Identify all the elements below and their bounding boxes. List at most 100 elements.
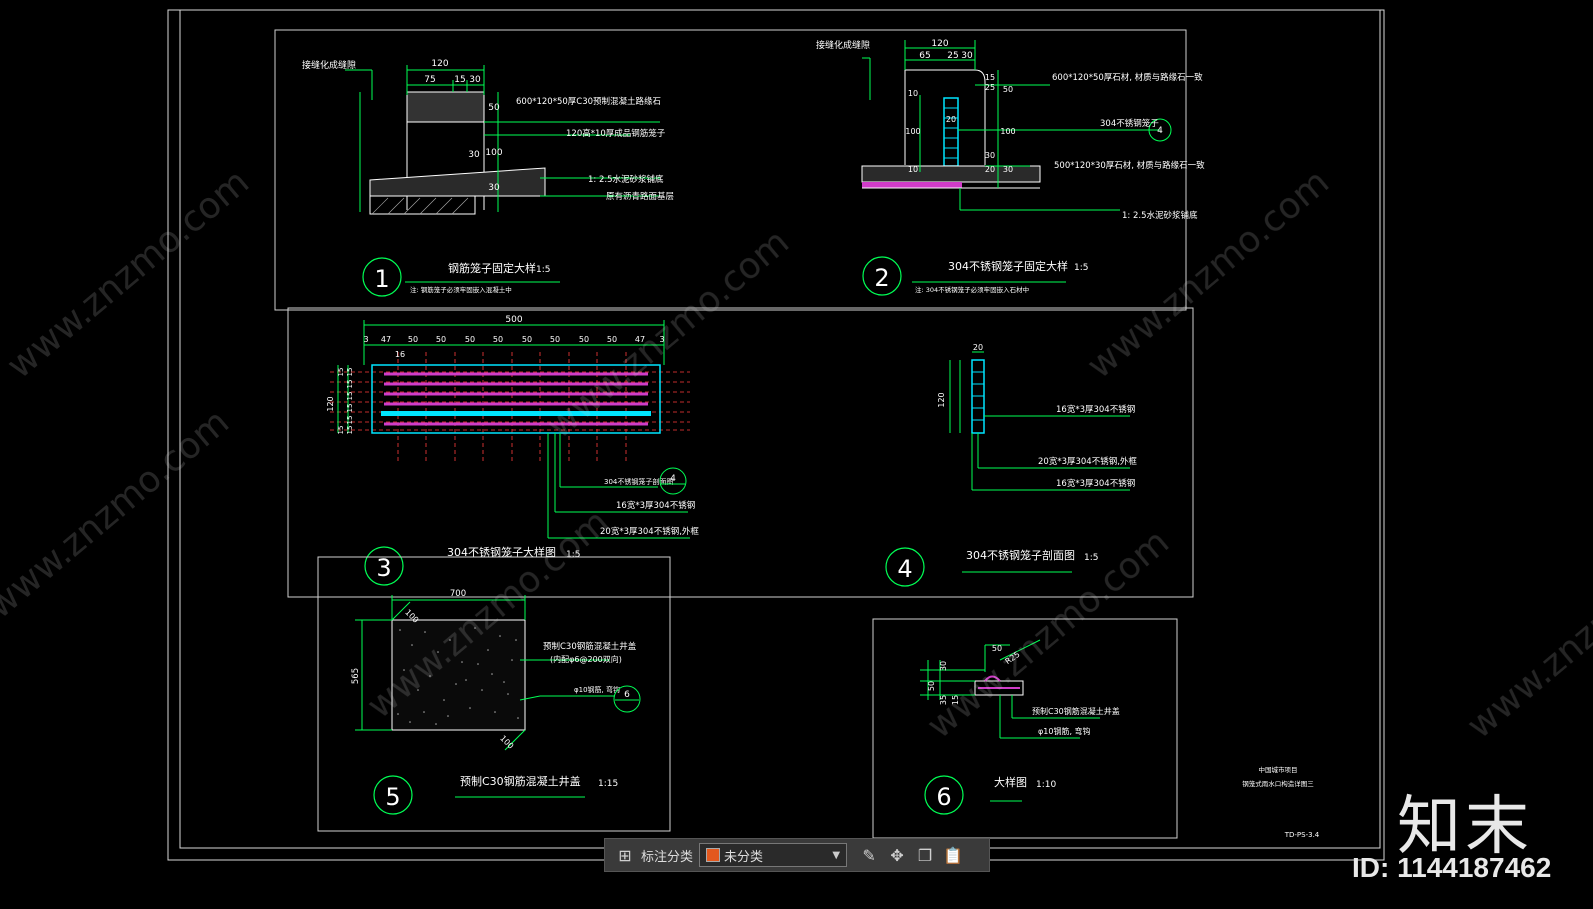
detail-2-dim-25b: 25 <box>985 83 995 92</box>
detail-6-dim-50a: 50 <box>992 644 1002 653</box>
copy-icon[interactable]: ❐ <box>917 845 933 865</box>
detail-2-callout-circle <box>1148 118 1172 142</box>
detail-5-scale: 1:15 <box>598 779 618 789</box>
detail-5-frame <box>317 556 671 832</box>
detail-5-dim-700: 700 <box>450 589 466 599</box>
category-select-value: 未分类 <box>724 849 764 865</box>
category-color-swatch <box>706 848 721 862</box>
detail-3-callout: 4 <box>670 474 676 484</box>
detail-3-dim-50-5: 50 <box>522 335 532 344</box>
detail-4-number-circle <box>885 547 925 587</box>
detail-3-dim-50-7: 50 <box>579 335 589 344</box>
detail-5-callout-circle <box>613 685 641 713</box>
detail-1-number-circle <box>362 257 402 297</box>
detail-3-dim-3b: 3 <box>659 335 664 344</box>
detail-2-dim-15: 15 <box>985 73 995 82</box>
detail-1-label-mortar: 1: 2.5水泥砂浆铺底 <box>588 174 664 185</box>
detail-1-label-joint: 接缝化成缝隙 <box>302 59 356 71</box>
detail-1-scale: 1:5 <box>536 265 550 275</box>
annotation-category-select[interactable]: 未分类 ▼ <box>699 843 848 867</box>
detail-6-scale: 1:10 <box>1036 780 1056 790</box>
detail-6-label-hook: φ10钢筋, 弯钩 <box>1038 726 1091 736</box>
detail-3-number-circle <box>364 546 404 586</box>
detail-3-dim-15-3: 15 <box>346 392 354 401</box>
detail-3-scale: 1:5 <box>566 550 580 560</box>
detail-1-number: 1 <box>374 265 389 293</box>
detail-6-frame <box>872 618 1178 839</box>
watermark-text-7: www.znzmo.com <box>1459 521 1593 746</box>
detail-1-note: 注: 钢筋笼子必须牢固嵌入混凝土中 <box>410 285 512 294</box>
detail-2-title: 304不锈钢笼子固定大样 <box>948 259 1068 273</box>
detail-3-label-bar16: 16宽*3厚304不锈钢 <box>616 500 695 511</box>
detail-2-number-circle <box>862 256 902 296</box>
detail-2-dim-120: 120 <box>931 39 948 49</box>
detail-4-scale: 1:5 <box>1084 553 1098 563</box>
detail-4-dim-120: 120 <box>937 392 946 407</box>
watermark-text-1: www.znzmo.com <box>0 161 257 386</box>
detail-4-label-bar16b: 16宽*3厚304不锈钢 <box>1056 478 1135 489</box>
detail-3-dim-50-2: 50 <box>436 335 446 344</box>
detail-2-dim-100: 100 <box>905 127 920 136</box>
detail-6-dim-50b: 50 <box>927 681 936 691</box>
detail-3-dim-50-3: 50 <box>465 335 475 344</box>
detail-4-dim-20: 20 <box>973 343 983 352</box>
detail-1-dim-30: 30 <box>469 75 481 85</box>
detail-5-callout: 6 <box>624 690 630 700</box>
detail-6-dim-15: 15 <box>951 695 960 705</box>
detail-3-dim-500: 500 <box>505 315 522 325</box>
detail-6-number: 6 <box>936 783 951 811</box>
detail-6-dim-35: 35 <box>939 695 948 705</box>
detail-4-label-bar16: 16宽*3厚304不锈钢 <box>1056 404 1135 415</box>
detail-2-callout: 4 <box>1157 126 1163 136</box>
detail-5: 700 100 565 100 预制C30钢筋混凝土井盖 (内配φ6@200双向… <box>317 556 671 832</box>
detail-3-dim-15-1: 15 <box>346 368 354 377</box>
title-block: 中国城市项目 钢笼式雨水口构造详图三 TD-PS-3.4 <box>1242 765 1320 839</box>
detail-4-title: 304不锈钢笼子剖面图 <box>966 548 1075 562</box>
detail-2-dim-65: 65 <box>919 51 930 61</box>
detail-6-title: 大样图 <box>994 775 1027 789</box>
detail-2-scale: 1:5 <box>1074 263 1088 273</box>
detail-5-label-hook: φ10钢筋, 弯钩 <box>574 685 620 694</box>
detail-5-label-cover: 预制C30钢筋混凝土井盖 <box>543 641 637 652</box>
annotation-toolbar: ⊞ 标注分类 未分类 ▼ ✎ ✥ ❐ 📋 <box>604 838 990 872</box>
image-id-label: ID: 1144187462 <box>1352 852 1552 883</box>
detail-1-dim-50: 50 <box>488 103 500 113</box>
detail-2: 4 120 65 25 30 15 25 50 10 100 20 100 30… <box>816 39 1205 296</box>
title-block-sheet: 钢笼式雨水口构造详图三 <box>1242 779 1314 788</box>
detail-1-label-curb: 600*120*50厚C30预制混凝土路缘石 <box>516 96 661 107</box>
detail-3-label-section: 304不锈钢笼子剖面图 <box>604 477 673 486</box>
detail-6-label-cover: 预制C30钢筋混凝土井盖 <box>1032 706 1120 716</box>
detail-5-number: 5 <box>385 783 400 811</box>
detail-2-dim-20b: 20 <box>985 165 995 174</box>
grid-view-icon[interactable]: ⊞ <box>618 845 632 865</box>
detail-3-number: 3 <box>376 554 391 582</box>
detail-3-dim-120: 120 <box>326 396 335 411</box>
detail-3-dim-15-4: 15 <box>346 404 354 413</box>
detail-3-dim-15-7: 15 <box>337 368 345 377</box>
detail-3-dim-50-6: 50 <box>550 335 560 344</box>
detail-3-dim-50-8: 50 <box>607 335 617 344</box>
detail-1: 120 75 15 30 50 100 30 30 接缝化成缝隙 600*120… <box>274 29 1187 311</box>
watermark-diagonal: www.znzmo.com www.znzmo.com www.znzmo.co… <box>0 161 1593 746</box>
detail-2-dim-30c: 30 <box>1003 165 1013 174</box>
detail-3-dim-15-5: 15 <box>346 416 354 425</box>
detail-2-dim-20: 20 <box>946 115 956 124</box>
detail-3-dim-50-4: 50 <box>493 335 503 344</box>
detail-3-label-frame20: 20宽*3厚304不锈钢,外框 <box>600 526 699 537</box>
detail-6-number-circle <box>924 775 964 815</box>
detail-5-title: 预制C30钢筋混凝土井盖 <box>460 774 581 788</box>
detail-2-note: 注: 304不锈钢笼子必须牢固嵌入石材中 <box>915 285 1029 294</box>
edit-icon[interactable]: ✎ <box>862 845 876 865</box>
detail-3-title: 304不锈钢笼子大样图 <box>447 545 556 559</box>
watermark-text-3: www.znzmo.com <box>1079 161 1337 386</box>
chevron-down-icon: ▼ <box>832 849 841 861</box>
detail-5-dim-565: 565 <box>351 668 361 684</box>
detail-6-dim-30: 30 <box>939 661 948 671</box>
detail-4: 20 120 16宽*3厚304不锈钢 20宽*3厚304不锈钢,外框 16宽*… <box>885 343 1137 587</box>
detail-1-title: 钢筋笼子固定大样 <box>448 261 536 275</box>
paste-icon[interactable]: 📋 <box>943 845 963 865</box>
detail-5-number-circle <box>373 775 413 815</box>
detail-2-dim-100b: 100 <box>1000 127 1015 136</box>
move-icon[interactable]: ✥ <box>890 845 904 865</box>
